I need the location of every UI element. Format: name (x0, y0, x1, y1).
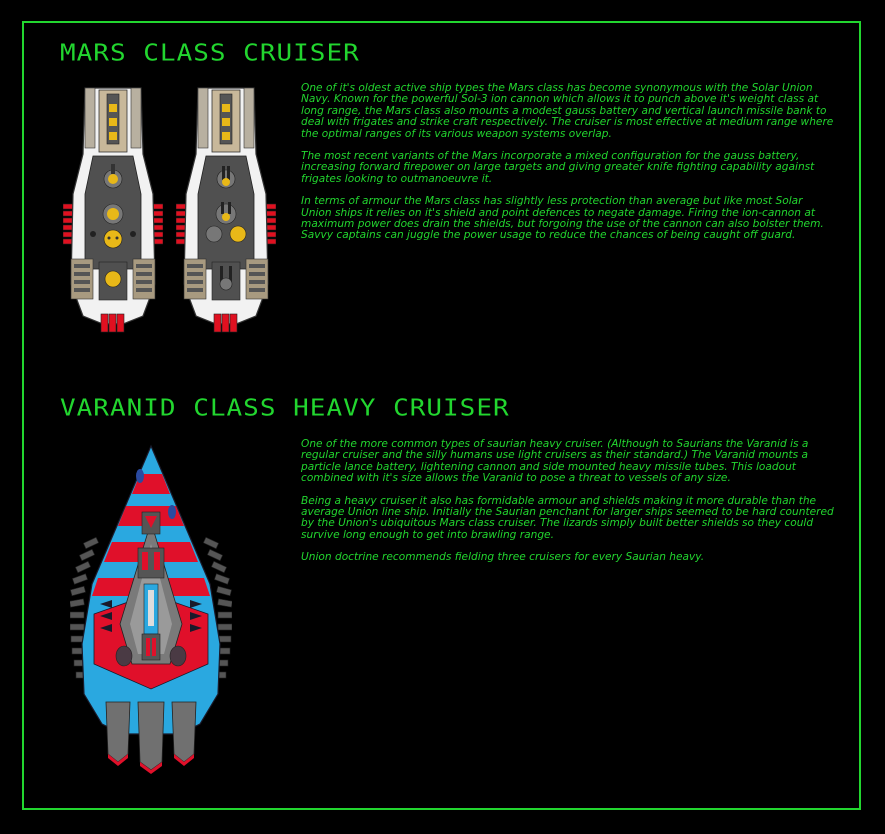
varanid-heavy-cruiser-sprite (70, 444, 232, 774)
mars-description: One of it's oldest active ship types the… (301, 82, 836, 253)
mars-paragraph-1: One of it's oldest active ship types the… (301, 82, 834, 140)
mars-cruiser-variant-sprite (176, 87, 276, 333)
mars-cruiser-sprite (63, 87, 163, 333)
mars-paragraph-2: The most recent variants of the Mars inc… (301, 150, 815, 185)
varanid-paragraph-1: One of the more common types of saurian … (301, 438, 809, 485)
mars-section-title: Mars Class Cruiser (60, 40, 360, 67)
varanid-section-title: Varanid Class Heavy Cruiser (60, 395, 510, 422)
varanid-paragraph-2: Being a heavy cruiser it also has formid… (301, 494, 834, 541)
mars-paragraph-3: In terms of armour the Mars class has sl… (301, 195, 824, 242)
varanid-paragraph-3: Union doctrine recommends fielding three… (301, 551, 705, 564)
content-frame (22, 21, 861, 810)
varanid-description: One of the more common types of saurian … (301, 438, 836, 575)
